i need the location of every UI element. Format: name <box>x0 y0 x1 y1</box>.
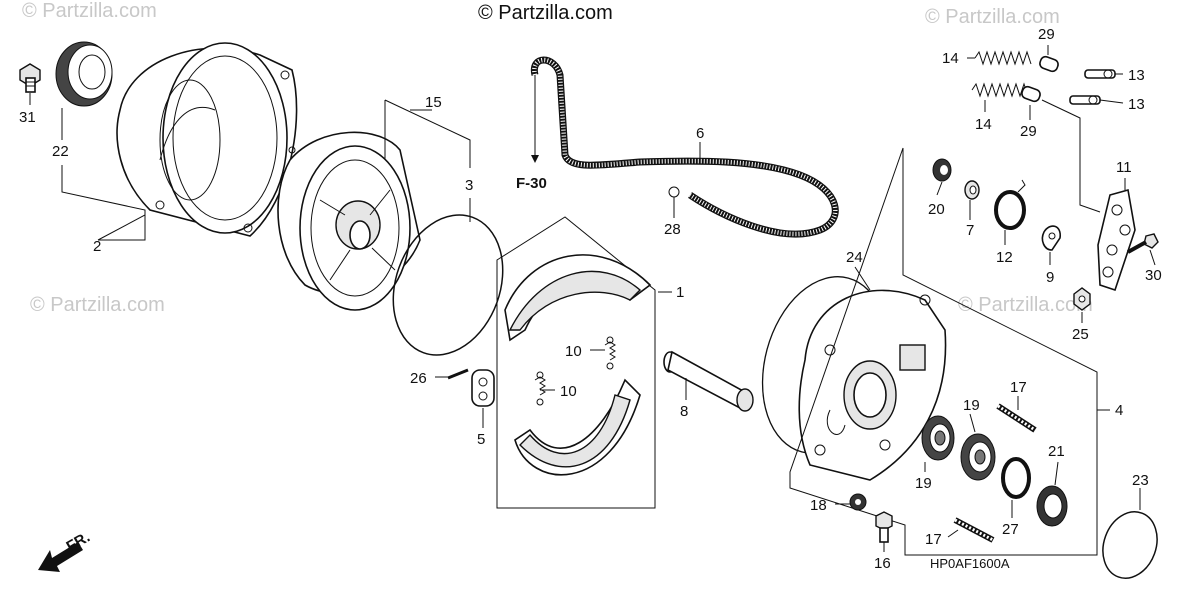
callout-6: 6 <box>696 125 704 142</box>
callout-2: 2 <box>93 238 101 255</box>
callout-20: 20 <box>928 201 945 218</box>
callout-13a: 13 <box>1128 67 1145 84</box>
callout-14b: 14 <box>975 116 992 133</box>
breather-tube-6 <box>530 56 839 238</box>
reference-f30: F-30 <box>516 175 547 192</box>
seal-22 <box>55 41 113 107</box>
brake-panel-4 <box>798 289 947 481</box>
watermark-mid-left: © Partzilla.com <box>30 294 165 316</box>
stud-17b <box>953 517 995 543</box>
callout-10b: 10 <box>560 383 577 400</box>
panel-group-box <box>789 147 1098 556</box>
callout-31: 31 <box>19 109 36 126</box>
diagram-code: HP0AF1600A <box>930 556 1010 571</box>
callout-17a: 17 <box>1010 379 1027 396</box>
callout-19b: 19 <box>915 475 932 492</box>
callout-17b: 17 <box>925 531 942 548</box>
callout-26: 26 <box>410 370 427 387</box>
callout-11: 11 <box>1116 159 1132 176</box>
pin-26 <box>447 368 469 380</box>
callout-12: 12 <box>996 249 1013 266</box>
indicator-9 <box>1041 225 1061 251</box>
callout-21: 21 <box>1048 443 1065 460</box>
shoe-group-box <box>496 216 656 509</box>
o-ring-23 <box>1102 511 1158 579</box>
collar-13b <box>1069 95 1101 105</box>
callout-27: 27 <box>1002 521 1019 538</box>
washer-5 <box>471 369 495 407</box>
arm-11 <box>1097 188 1136 292</box>
watermark-top-left: © Partzilla.com <box>22 0 157 22</box>
bearing-19a <box>921 415 955 461</box>
callout-7: 7 <box>966 222 974 239</box>
bolt-16 <box>875 511 893 543</box>
spring-12 <box>994 179 1026 230</box>
front-arrow-icon: FR. <box>38 529 93 572</box>
bearing-19b <box>960 433 996 481</box>
washer-18 <box>849 493 867 511</box>
stud-17a <box>996 403 1037 433</box>
callout-19a: 19 <box>963 397 980 414</box>
seal-20 <box>932 158 952 182</box>
snap-ring-27 <box>1001 457 1031 499</box>
spring-14b <box>971 82 1029 98</box>
callout-22: 22 <box>52 143 69 160</box>
callout-10a: 10 <box>565 343 582 360</box>
callout-14a: 14 <box>942 50 959 67</box>
bolt-30 <box>1127 233 1159 254</box>
nut-25 <box>1073 287 1091 311</box>
watermark-mid-right: © Partzilla.com <box>958 294 1093 316</box>
spring-10b <box>534 371 546 406</box>
callout-5: 5 <box>477 431 485 448</box>
callout-16: 16 <box>874 555 891 572</box>
callout-labels: 31 22 2 15 3 26 5 1 10 10 6 28 8 24 4 20… <box>19 26 1162 572</box>
callout-25: 25 <box>1072 326 1089 343</box>
callout-24: 24 <box>846 249 863 266</box>
brake-drum-15 <box>277 131 421 311</box>
spring-10a <box>604 336 616 370</box>
brake-shoe-lower <box>514 378 641 476</box>
callout-18: 18 <box>810 497 827 514</box>
collar-13a <box>1084 69 1116 79</box>
callout-29b: 29 <box>1020 123 1037 140</box>
clip-28 <box>668 186 680 198</box>
pin-29a <box>1039 55 1059 73</box>
callout-3: 3 <box>465 177 473 194</box>
cam-shaft-8 <box>663 350 754 412</box>
callout-1: 1 <box>676 284 684 301</box>
brake-shoe-upper-1 <box>504 254 652 342</box>
watermark-top-right: © Partzilla.com <box>925 6 1060 28</box>
callout-29a: 29 <box>1038 26 1055 43</box>
callout-28: 28 <box>664 221 681 238</box>
callout-4: 4 <box>1115 402 1123 419</box>
callout-8: 8 <box>680 403 688 420</box>
pin-29b <box>1021 85 1041 103</box>
seal-21 <box>1036 485 1068 527</box>
callout-13b: 13 <box>1128 96 1145 113</box>
callout-30: 30 <box>1145 267 1162 284</box>
bolt-31 <box>19 63 41 93</box>
drum-cover-2 <box>116 42 298 237</box>
washer-7 <box>964 180 980 200</box>
callout-15: 15 <box>425 94 442 111</box>
spring-14a <box>974 50 1032 66</box>
callout-9: 9 <box>1046 269 1054 286</box>
leader-lines <box>29 45 1156 552</box>
callout-23: 23 <box>1132 472 1149 489</box>
watermark-copyright: © Partzilla.com <box>478 2 613 24</box>
